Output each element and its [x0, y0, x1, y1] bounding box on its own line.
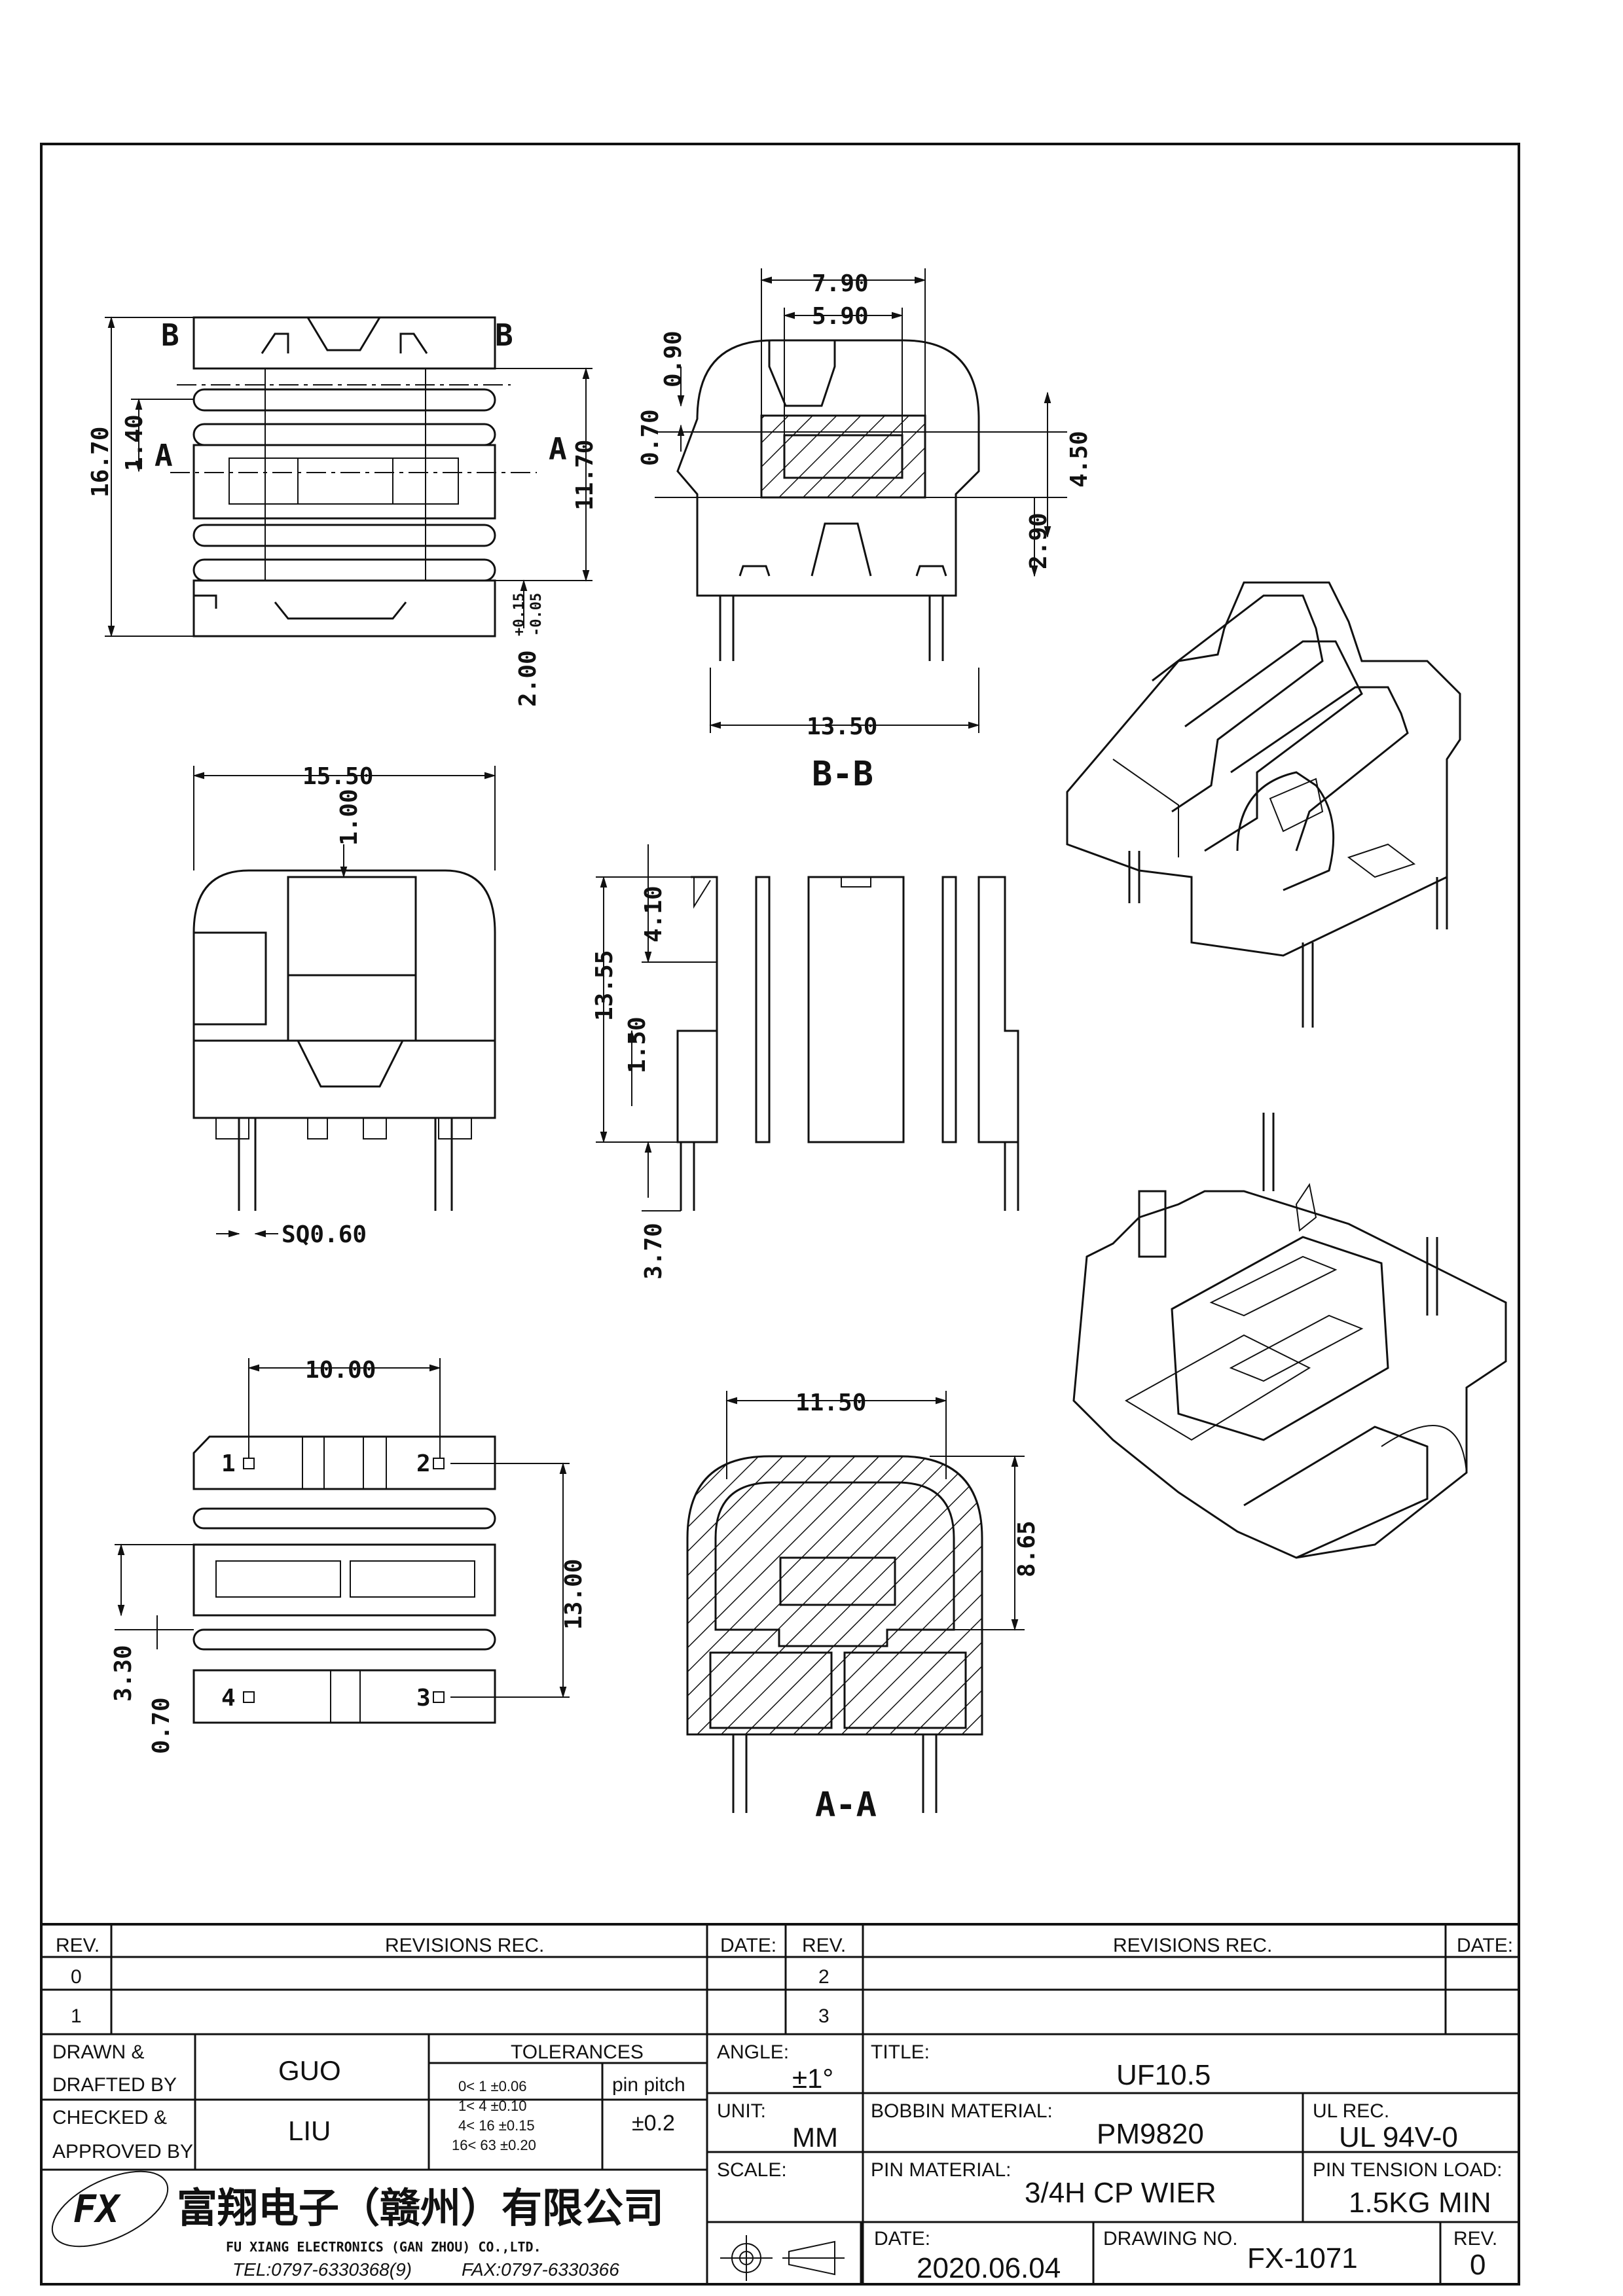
drawn-value: GUO: [278, 2055, 341, 2086]
dim-side-total: 13.55: [591, 950, 618, 1021]
dim-bottom-height: 13.00: [560, 1559, 587, 1630]
pin-tension-label: PIN TENSION LOAD:: [1313, 2159, 1503, 2181]
tolerance-row-4: 16< 63 ±0.20: [452, 2137, 536, 2153]
rev-label: REV.: [1453, 2228, 1497, 2250]
dim-bottom-small: 0.70: [148, 1697, 175, 1754]
pin-tension-value: 1.5KG MIN: [1349, 2187, 1491, 2219]
drawing-no-label: DRAWING NO.: [1103, 2228, 1238, 2250]
tolerances-label: TOLERANCES: [511, 2041, 644, 2063]
section-aa-label: A-A: [815, 1785, 877, 1825]
dim-bb-lower: 2.90: [1025, 512, 1052, 569]
bobbin-material-value: PM9820: [1097, 2118, 1204, 2150]
dim-bb-outer: 7.90: [812, 270, 869, 297]
dim-side-top: 4.10: [640, 886, 667, 942]
dim-bb-top: 0.90: [660, 331, 687, 387]
dim-front-top: 1.00: [336, 789, 363, 846]
tolerance-row-3: 4< 16 ±0.15: [458, 2117, 535, 2134]
rev-value: 0: [1470, 2249, 1486, 2281]
rev-header-right: REV.: [802, 1935, 846, 1956]
scale-label: SCALE:: [717, 2159, 787, 2181]
dim-bb-inner: 5.90: [812, 303, 869, 330]
section-a-right: A: [549, 431, 567, 467]
rev-row-2: 2: [818, 1966, 830, 1988]
pin-material-label: PIN MATERIAL:: [871, 2159, 1011, 2181]
side-view: 13.55 4.10 1.50 3.70: [591, 844, 1019, 1280]
title-value: UF10.5: [1116, 2059, 1211, 2091]
logo-text: FX: [73, 2187, 122, 2231]
drafted-label: DRAFTED BY: [52, 2074, 177, 2096]
title-label: TITLE:: [871, 2041, 930, 2063]
dim-aa-width: 11.50: [795, 1390, 866, 1416]
angle-label: ANGLE:: [717, 2041, 789, 2063]
dim-side-pin: 3.70: [640, 1223, 667, 1280]
date-label: DATE:: [874, 2228, 930, 2250]
checked-value: LIU: [288, 2115, 331, 2146]
isometric-view-bottom: [1072, 1113, 1507, 1559]
tolerance-row-1: 0< 1 ±0.06: [458, 2078, 526, 2094]
section-bb: 7.90 5.90 0.90 0.70 4.50 2.90 13.50 B-B: [637, 268, 1093, 794]
rev-row-1: 1: [71, 2005, 82, 2027]
pin-3-label: 3: [416, 1685, 431, 1712]
pin-material-value: 3/4H CP WIER: [1025, 2177, 1216, 2209]
section-a-left: A: [155, 438, 173, 473]
dim-bottom-gap: 3.30: [110, 1645, 137, 1702]
dim-top-height-total: 16.70: [87, 427, 114, 497]
dim-top-pin-offset: 2.00: [515, 650, 541, 707]
drawing-frame: [40, 143, 1520, 2286]
company-name-en: FU XIANG ELECTRONICS (GAN ZHOU) CO.,LTD.: [226, 2239, 541, 2255]
dim-top-offset: 1.40: [121, 414, 148, 471]
unit-label: UNIT:: [717, 2100, 766, 2122]
revisions-header-right: REVISIONS REC.: [1113, 1935, 1272, 1956]
date-header-right: DATE:: [1457, 1935, 1513, 1956]
dim-aa-height: 8.65: [1013, 1520, 1040, 1577]
unit-value: MM: [792, 2122, 838, 2153]
drawn-label: DRAWN &: [52, 2041, 145, 2063]
company-tel: TEL:0797-6330368(9): [232, 2259, 412, 2280]
section-b-left: B: [161, 317, 179, 353]
pin-2-label: 2: [416, 1450, 431, 1477]
date-value: 2020.06.04: [917, 2252, 1061, 2284]
approved-label: APPROVED BY: [52, 2141, 193, 2162]
company-name-cn: 富翔电子（赣州）有限公司: [177, 2184, 664, 2232]
front-view: 15.50 1.00 SQ0.60: [192, 763, 496, 1248]
rev-header-left: REV.: [56, 1935, 100, 1956]
bottom-view: 1 2 4 3 10.00 13.00 3.30 0.70: [110, 1357, 587, 1754]
dim-bb-height: 4.50: [1066, 431, 1093, 488]
top-view: 16.70 1.40 11.70 2.00 +0.15 -0.05 B B A …: [87, 316, 598, 707]
isometric-view-top: [1066, 581, 1461, 1028]
date-header-left: DATE:: [720, 1935, 776, 1956]
projection-symbol-icon: [720, 2235, 845, 2281]
section-aa: 11.50 8.65 A-A: [686, 1390, 1040, 1825]
pin-4-label: 4: [221, 1685, 236, 1712]
dim-top-height-inner: 11.70: [572, 440, 598, 511]
company-fax: FAX:0797-6330366: [462, 2259, 619, 2280]
rev-row-0: 0: [71, 1966, 82, 1988]
rev-row-3: 3: [818, 2005, 830, 2027]
ul-rec-label: UL REC.: [1313, 2100, 1389, 2122]
pin-1-label: 1: [221, 1450, 236, 1477]
dim-top-pin-tol-plus: +0.15: [511, 593, 528, 636]
section-b-right: B: [495, 317, 513, 353]
tolerance-row-2: 1< 4 ±0.10: [458, 2098, 526, 2114]
dim-side-step: 1.50: [624, 1016, 651, 1073]
dim-top-pin-tol-minus: -0.05: [528, 593, 545, 636]
pin-pitch-value: ±0.2: [632, 2111, 675, 2136]
dim-bb-slot: 0.70: [637, 409, 664, 466]
bobbin-material-label: BOBBIN MATERIAL:: [871, 2100, 1053, 2122]
dim-bottom-pitch: 10.00: [305, 1357, 376, 1384]
pin-pitch-label: pin pitch: [612, 2074, 685, 2096]
drawing-no-value: FX-1071: [1247, 2242, 1358, 2274]
dim-front-pin: SQ0.60: [282, 1221, 367, 1248]
dim-bb-base: 13.50: [807, 713, 877, 740]
title-block: REV. REVISIONS REC. DATE: REV. REVISIONS…: [41, 1923, 1519, 2284]
ul-rec-value: UL 94V-0: [1339, 2121, 1458, 2153]
company-logo: FX: [51, 2170, 169, 2248]
section-bb-label: B-B: [812, 755, 873, 794]
dim-front-width: 15.50: [302, 763, 373, 790]
revisions-header-left: REVISIONS REC.: [385, 1935, 544, 1956]
checked-label: CHECKED &: [52, 2107, 167, 2128]
angle-value: ±1°: [792, 2063, 833, 2094]
